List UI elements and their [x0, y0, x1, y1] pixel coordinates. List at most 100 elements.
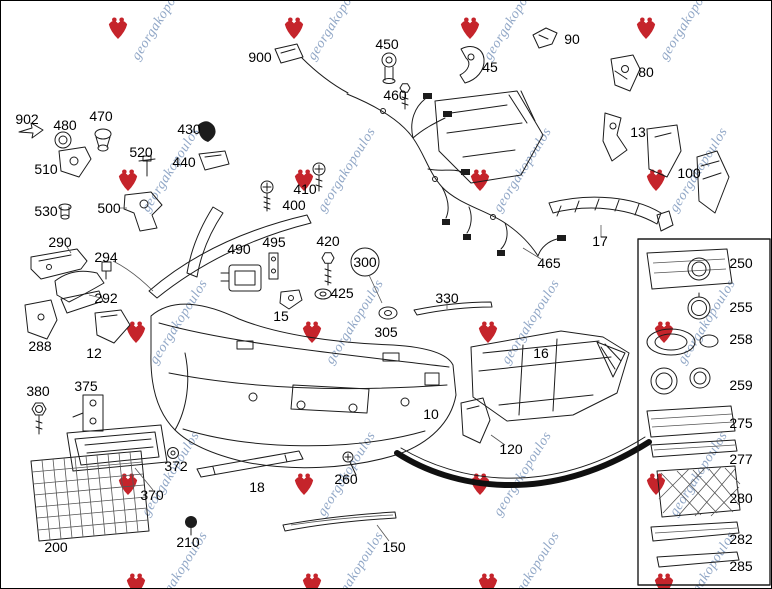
part-label-440[interactable]: 440: [172, 154, 196, 170]
part-label-15[interactable]: 15: [273, 308, 289, 324]
part-label-530[interactable]: 530: [34, 203, 58, 219]
watermark: georgakopoulos: [293, 125, 423, 263]
part-label-470[interactable]: 470: [89, 108, 113, 124]
part-label-330[interactable]: 330: [435, 290, 459, 306]
part-label-520[interactable]: 520: [129, 144, 153, 160]
part-16-carrier-drawing: [470, 330, 630, 422]
part-13-bracket-drawing: [602, 112, 628, 162]
part-18-strip-drawing: [196, 450, 304, 478]
part-495-bracket-drawing: [268, 252, 279, 280]
part-label-90[interactable]: 90: [564, 31, 580, 47]
part-label-45[interactable]: 45: [482, 59, 498, 75]
part-259-foglamps-drawing: [650, 367, 711, 395]
part-480-ring-drawing: [54, 131, 72, 149]
trim-swoosh-drawing: [394, 436, 652, 489]
part-label-12[interactable]: 12: [86, 345, 102, 361]
part-label-282[interactable]: 282: [729, 531, 753, 547]
part-465-harness-drawing: [346, 93, 566, 257]
part-label-490[interactable]: 490: [227, 241, 251, 257]
part-label-255[interactable]: 255: [729, 299, 753, 315]
part-label-275[interactable]: 275: [729, 415, 753, 431]
part-label-290[interactable]: 290: [48, 234, 72, 250]
part-902-clip-drawing: [18, 122, 44, 139]
part-label-420[interactable]: 420: [316, 233, 340, 249]
part-label-400[interactable]: 400: [282, 197, 306, 213]
part-label-277[interactable]: 277: [729, 451, 753, 467]
part-150-strip-drawing: [282, 511, 397, 532]
watermark: georgakopoulos: [301, 529, 431, 588]
part-15-bracket-drawing: [279, 289, 303, 310]
part-520-clip-drawing: [138, 155, 156, 177]
watermark: georgakopoulos: [635, 1, 765, 111]
watermark: georgakopoulos: [477, 277, 607, 415]
part-label-500[interactable]: 500: [97, 200, 121, 216]
part-450-drawing: [381, 52, 397, 84]
part-label-210[interactable]: 210: [176, 534, 200, 550]
part-label-120[interactable]: 120: [499, 441, 523, 457]
part-label-370[interactable]: 370: [140, 487, 164, 503]
part-370-plate-holder-drawing: [66, 424, 168, 472]
brand-logo-icon: [302, 573, 322, 588]
part-460-bolt-drawing: [399, 83, 411, 110]
part-label-13[interactable]: 13: [630, 124, 646, 140]
part-label-17[interactable]: 17: [592, 233, 608, 249]
upper-trim-drawing: [148, 206, 312, 299]
part-label-375[interactable]: 375: [74, 378, 98, 394]
part-label-305[interactable]: 305: [374, 324, 398, 340]
part-label-300[interactable]: 300: [353, 254, 377, 270]
part-430-clip-drawing: [198, 121, 216, 142]
part-label-410[interactable]: 410: [293, 181, 317, 197]
part-275-slats-drawing: [646, 405, 736, 438]
part-45-bracket-drawing: [459, 46, 485, 84]
part-80-bracket-drawing: [610, 54, 641, 92]
part-label-285[interactable]: 285: [729, 558, 753, 574]
part-372-grommet-drawing: [167, 447, 179, 459]
part-530-rivet-drawing: [58, 203, 72, 220]
part-label-425[interactable]: 425: [330, 285, 354, 301]
part-420-bolt-drawing: [321, 252, 335, 286]
part-label-900[interactable]: 900: [248, 49, 272, 65]
part-label-150[interactable]: 150: [382, 539, 406, 555]
part-285-strip-drawing: [656, 551, 740, 568]
part-label-100[interactable]: 100: [677, 165, 701, 181]
part-label-495[interactable]: 495: [262, 234, 286, 250]
part-label-292[interactable]: 292: [94, 290, 118, 306]
part-label-260[interactable]: 260: [334, 471, 358, 487]
part-label-280[interactable]: 280: [729, 490, 753, 506]
part-label-288[interactable]: 288: [28, 338, 52, 354]
part-label-200[interactable]: 200: [44, 539, 68, 555]
part-label-510[interactable]: 510: [34, 161, 58, 177]
watermark: georgakopoulos: [293, 429, 423, 567]
part-label-250[interactable]: 250: [729, 255, 753, 271]
part-label-259[interactable]: 259: [729, 377, 753, 393]
watermark: georgakopoulos: [459, 1, 589, 111]
part-label-294[interactable]: 294: [94, 249, 118, 265]
part-250-grille-drawing: [646, 248, 733, 290]
part-label-258[interactable]: 258: [729, 331, 753, 347]
brand-logo-icon: [108, 17, 128, 39]
part-280-mesh-drawing: [656, 465, 741, 518]
part-label-10[interactable]: 10: [423, 406, 439, 422]
watermark: georgakopoulos: [477, 529, 607, 588]
part-label-380[interactable]: 380: [26, 383, 50, 399]
part-label-902[interactable]: 902: [15, 111, 39, 127]
part-292-absorber-drawing: [54, 270, 105, 314]
part-label-430[interactable]: 430: [177, 121, 201, 137]
part-210-grommet-drawing: [185, 516, 197, 536]
part-label-450[interactable]: 450: [375, 36, 399, 52]
part-label-16[interactable]: 16: [533, 345, 549, 361]
part-label-80[interactable]: 80: [638, 64, 654, 80]
watermark: georgakopoulos: [645, 429, 771, 567]
part-label-372[interactable]: 372: [164, 458, 188, 474]
part-900-nozzle-drawing: [274, 43, 349, 94]
part-294-clip-drawing: [101, 261, 112, 280]
leader-lines: [66, 207, 602, 542]
part-label-18[interactable]: 18: [249, 479, 265, 495]
part-410-screw-drawing: [312, 162, 326, 192]
part-label-460[interactable]: 460: [383, 87, 407, 103]
brand-logo-icon: [126, 573, 146, 588]
part-label-465[interactable]: 465: [537, 255, 561, 271]
part-label-480[interactable]: 480: [53, 117, 77, 133]
